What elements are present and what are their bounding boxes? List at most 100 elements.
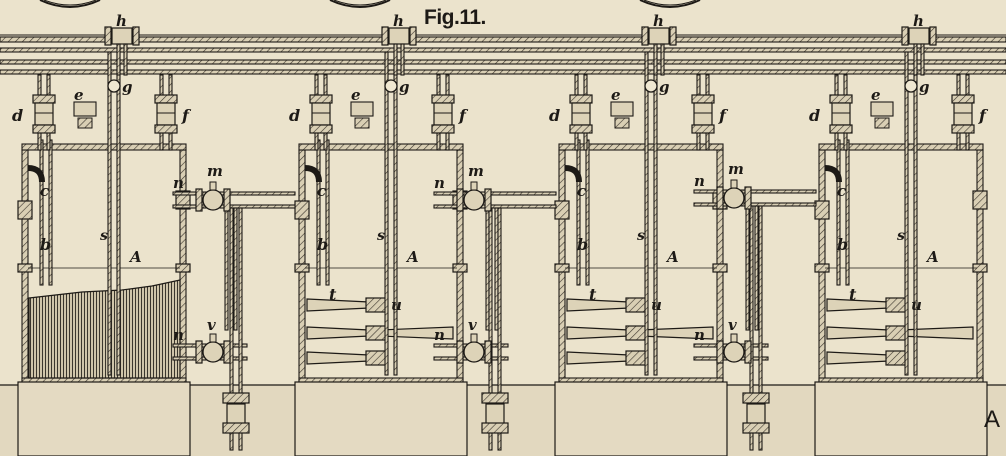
label-c: c [837,182,846,200]
unit-3-fitting-h-drop-wall-l [653,43,658,76]
label-s: s [377,228,385,244]
link-2-valve-m-flange-l [456,188,464,212]
unit-4-pipe-s-wall-l [904,51,909,376]
unit-3-valve-e [610,101,634,117]
corner-mark: A [984,406,1001,433]
label-d: d [549,106,560,125]
unit-1-pipe-s-wall-l [107,51,112,376]
unit-2-pipe-b-wall-l [316,139,321,286]
unit-4-handle-right [898,326,974,340]
link-2-valve-m-body [463,189,485,211]
unit-3-pipe-b-wall-r [585,139,590,286]
link-3-valve-m-flange-r [744,186,752,210]
unit-3-fitting-h [648,27,670,45]
unit-3 [554,26,728,456]
unit-3-pipe-c-bend [564,165,582,183]
link-3-valve-v-body [723,341,745,363]
unit-3-valve-d-body [571,102,591,126]
unit-3-handle-3 [566,351,630,365]
label-g: g [122,78,133,96]
unit-1-pedestal [17,381,191,456]
link-2-valve-v-flange-r [484,340,492,364]
unit-3-valve-d-flange-bottom [569,124,593,134]
label-n-lower-3: n [694,326,705,344]
unit-2-valve-u-1 [365,297,387,313]
unit-2-pipe-b-wall-r [325,139,330,286]
label-f: f [718,106,729,125]
label-n-upper-3: n [694,172,705,190]
link-3-valve-m-stem [730,179,738,189]
unit-3-valve-f-body [693,102,713,126]
unit-4-valve-u-1 [885,297,907,313]
link-2-drain-flange-2 [481,422,509,434]
unit-1-pipe-b-wall-r [48,139,53,286]
link-1-valve-v [195,333,231,364]
unit-1-pipe-s-wall-r [116,51,121,376]
label-c: c [577,182,586,200]
unit-4-pipe-s-wall-r [913,51,918,376]
label-d: d [809,106,820,125]
link-1-valve-v-flange-l [195,340,203,364]
unit-4-handle-2 [826,326,890,340]
link-1-valve-m-body [202,189,224,211]
top-arc-2 [329,0,391,8]
link-1-drain-flange-1 [222,392,250,404]
label-h: h [653,12,664,30]
unit-1-valve-d-flange-bottom [32,124,56,134]
label-u: u [651,296,662,314]
link-1-valve-m-stem [209,181,217,191]
label-c: c [317,182,326,200]
unit-4-valve-d-flange-top [829,94,853,104]
unit-4-shell-top [818,143,984,151]
label-e: e [351,86,361,104]
unit-2-valve-d-flange-top [309,94,333,104]
top-arc-inner-3 [643,0,697,6]
label-f: f [181,106,192,125]
unit-4-valve-d-flange-bottom [829,124,853,134]
label-n-upper-2: n [434,174,445,192]
unit-2-shell-top [298,143,464,151]
unit-2-valve-d-body [311,102,331,126]
unit-2-valve-d-flange-bottom [309,124,333,134]
unit-1-valve-e [73,101,97,117]
top-arc-inner-1 [43,0,97,6]
unit-3-valve-e-base [614,117,630,129]
label-f: f [978,106,989,125]
unit-3-pipe-s-wall-r [653,51,658,376]
unit-4-pipe-c-bend [824,165,842,183]
label-t: t [329,285,337,304]
top-arc-inner-2 [333,0,387,6]
label-v-2: v [468,316,477,334]
link-3-valve-v-stem [730,333,738,343]
unit-3-valve-d-flange-top [569,94,593,104]
unit-2-valve-e-base [354,117,370,129]
label-e: e [871,86,881,104]
unit-1-valve-f-body [156,102,176,126]
figure-title: Fig.11. [424,6,486,29]
unit-3-valve-f-flange-top [691,94,715,104]
unit-2-fitting-h-drop-wall-l [393,43,398,76]
unit-2-valve-f-flange-top [431,94,455,104]
unit-3-pedestal [554,381,728,456]
unit-2-valve-f [431,94,455,134]
unit-1-shell-top [21,143,187,151]
unit-2 [294,26,468,456]
link-3-valve-v-flange-r [744,340,752,364]
label-h: h [913,12,924,30]
unit-2-fitting-h-drop-wall-r [400,43,405,76]
label-b: b [40,235,51,254]
unit-4-valve-e-base [874,117,890,129]
link-1-valve-v-flange-r [223,340,231,364]
link-3-down-a-wall-r [754,205,759,331]
label-m-1: m [207,162,223,180]
unit-4-side-flange-right [972,190,988,210]
link-3-down-b-wall-r [758,205,763,451]
label-s: s [637,228,645,244]
label-h: h [393,12,404,30]
link-2-valve-v [456,333,492,364]
link-1-down-b-wall-r [238,207,243,451]
unit-4-gauge-g [904,79,918,93]
link-3-drain-body [746,403,766,425]
unit-1-valve-f [154,94,178,134]
label-d: d [12,106,23,125]
